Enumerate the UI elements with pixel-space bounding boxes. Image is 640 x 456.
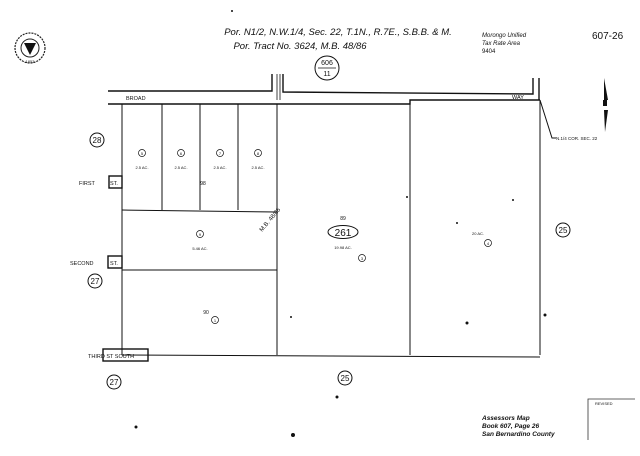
district-line1: Morongo Unified [482, 33, 527, 39]
adjacent-map-28: 28 [89, 132, 105, 148]
lot-6[interactable]: 6 2.5 AC. [174, 149, 188, 171]
svg-text:7: 7 [219, 151, 222, 156]
footer-line1: Assessors Map [481, 415, 530, 422]
footer-line3: San Bernardino County [482, 431, 555, 438]
svg-text:8: 8 [257, 151, 260, 156]
svg-text:REVISED: REVISED [595, 401, 613, 406]
svg-text:5: 5 [141, 151, 144, 156]
lot-5[interactable]: 5 2.5 AC. [135, 149, 149, 171]
index-circle: 606 11 [314, 55, 340, 81]
parcel-4[interactable]: 20 AC. 4 [472, 231, 492, 247]
lot-98-label: 98 [200, 181, 206, 187]
map-dots [134, 10, 547, 437]
map-title-line2: Por. Tract No. 3624, M.B. 48/86 [233, 41, 367, 52]
svg-text:261: 261 [335, 228, 352, 239]
map-number: 607-26 [592, 31, 624, 42]
tax-rate-area: 9404 [482, 49, 496, 55]
footer-line2: Book 607, Page 26 [482, 423, 539, 430]
parcel-1[interactable]: 90 1 [203, 310, 219, 324]
seal-year: 1853 [26, 59, 36, 64]
street-way: WAY [512, 95, 524, 101]
street-third-south: THIRD ST SOUTH [88, 354, 134, 360]
svg-text:89: 89 [340, 216, 346, 222]
street-second: SECOND [70, 261, 94, 267]
map-title-line1: Por. N1/2, N.W.1/4, Sec. 22, T.1N., R.7E… [224, 27, 452, 38]
svg-text:90: 90 [203, 310, 209, 316]
svg-text:6: 6 [180, 151, 183, 156]
svg-text:2.5 AC.: 2.5 AC. [251, 165, 264, 170]
svg-text:25: 25 [341, 374, 350, 383]
north-arrow-icon [603, 78, 608, 132]
tract-reference: M.B. 48/86 [259, 207, 283, 234]
svg-text:9: 9 [199, 232, 202, 237]
block-261[interactable]: 89 261 19.98 AC. 3 [327, 216, 366, 262]
svg-text:2.5 AC.: 2.5 AC. [213, 165, 226, 170]
street-broad: BROAD [126, 96, 146, 102]
svg-text:19.98 AC.: 19.98 AC. [334, 245, 352, 250]
adjacent-map-25a: 25 [337, 370, 353, 386]
svg-text:4: 4 [487, 241, 490, 246]
street-first: FIRST [79, 181, 96, 187]
svg-text:1: 1 [214, 318, 217, 323]
svg-text:2.5 AC.: 2.5 AC. [174, 165, 187, 170]
district-line2: Tax Rate Area [482, 41, 521, 47]
svg-text:2.5 AC.: 2.5 AC. [135, 165, 148, 170]
adjacent-map-25b: 25 [555, 222, 571, 238]
parcel-lines [121, 99, 556, 358]
svg-text:20 AC.: 20 AC. [472, 231, 484, 236]
svg-text:28: 28 [93, 136, 102, 145]
svg-text:27: 27 [91, 277, 100, 286]
revised-stamp: REVISED [587, 398, 635, 440]
lot-7[interactable]: 7 2.5 AC. [213, 149, 227, 171]
svg-text:5.46 AC.: 5.46 AC. [192, 246, 207, 251]
corner-note: N.1/4 COR. SEC. 22 [556, 136, 598, 141]
street-second-suffix: ST. [110, 261, 118, 267]
lot-9[interactable]: 9 5.46 AC. [192, 230, 208, 252]
svg-text:11: 11 [323, 71, 330, 78]
svg-text:3: 3 [361, 256, 364, 261]
svg-text:27: 27 [110, 378, 119, 387]
adjacent-map-27b: 27 [106, 374, 122, 390]
adjacent-map-27a: 27 [87, 273, 103, 289]
svg-text:25: 25 [559, 226, 568, 235]
lot-8[interactable]: 8 2.5 AC. [251, 149, 265, 171]
road-lines [108, 74, 540, 105]
svg-text:606: 606 [321, 60, 333, 67]
street-first-suffix: ST. [110, 181, 118, 187]
county-seal: 1853 [14, 32, 46, 64]
